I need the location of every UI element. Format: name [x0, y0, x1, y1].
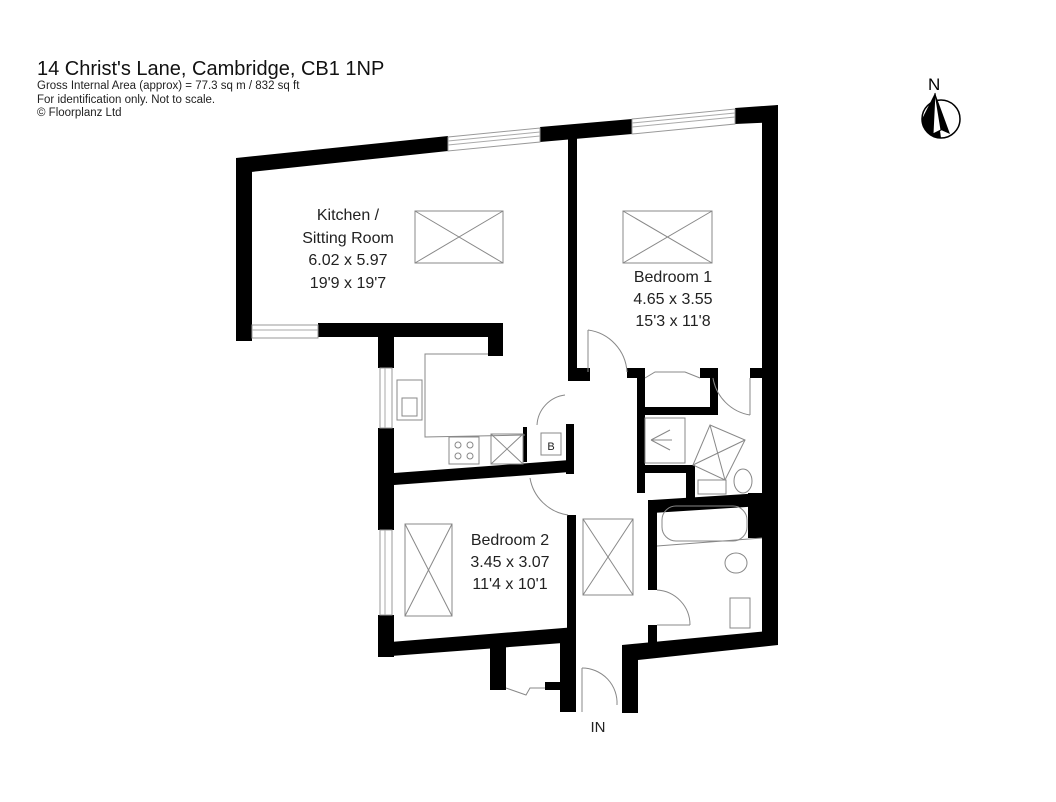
doors: [505, 329, 751, 712]
furniture-markers: [404, 210, 713, 617]
boiler-icon: [540, 432, 562, 456]
basin-icon-2: [729, 597, 751, 629]
north-label: N: [928, 75, 940, 94]
copyright: © Floorplanz Ltd: [37, 107, 122, 119]
toilet-icon: [733, 468, 753, 494]
gross-internal-area: Gross Internal Area (approx) = 77.3 sq m…: [37, 80, 300, 92]
basin-icon: [697, 479, 727, 495]
north-arrow-icon: N: [921, 75, 961, 139]
svg-text:3.45 x 3.07: 3.45 x 3.07: [470, 554, 549, 571]
svg-text:4.65 x 3.55: 4.65 x 3.55: [633, 291, 712, 308]
property-address: 14 Christ's Lane, Cambridge, CB1 1NP: [37, 58, 385, 80]
sink-icon: [396, 379, 423, 421]
disclaimer: For identification only. Not to scale.: [37, 93, 216, 106]
svg-text:Bedroom 2: Bedroom 2: [471, 532, 549, 549]
kitchen-fixtures: B: [396, 353, 562, 465]
svg-text:6.02 x 5.97: 6.02 x 5.97: [308, 252, 387, 269]
entrance-label: IN: [591, 719, 606, 736]
boiler-label: B: [547, 441, 554, 453]
shower-icon: [644, 417, 686, 464]
bath-icon: [661, 505, 748, 542]
plan-header: 14 Christ's Lane, Cambridge, CB1 1NP Gro…: [37, 58, 384, 121]
bathroom-fixtures: [644, 417, 763, 629]
walls: [236, 105, 778, 713]
svg-text:15'3 x 11'8: 15'3 x 11'8: [635, 313, 710, 330]
svg-text:Sitting Room: Sitting Room: [302, 230, 394, 247]
svg-text:Kitchen /: Kitchen /: [317, 207, 380, 224]
appliance-icon: [490, 433, 524, 465]
toilet-icon-2: [724, 552, 748, 574]
room-kitchen-sitting: Kitchen / Sitting Room 6.02 x 5.97 19'9 …: [302, 207, 394, 292]
svg-text:19'9 x 19'7: 19'9 x 19'7: [310, 275, 386, 292]
windows: [251, 108, 736, 616]
svg-text:11'4 x 10'1: 11'4 x 10'1: [472, 576, 547, 593]
hob-icon: [448, 436, 480, 465]
svg-text:Bedroom 1: Bedroom 1: [634, 269, 712, 286]
room-bedroom-2: Bedroom 2 3.45 x 3.07 11'4 x 10'1: [470, 532, 549, 593]
room-bedroom-1: Bedroom 1 4.65 x 3.55 15'3 x 11'8: [633, 269, 712, 330]
